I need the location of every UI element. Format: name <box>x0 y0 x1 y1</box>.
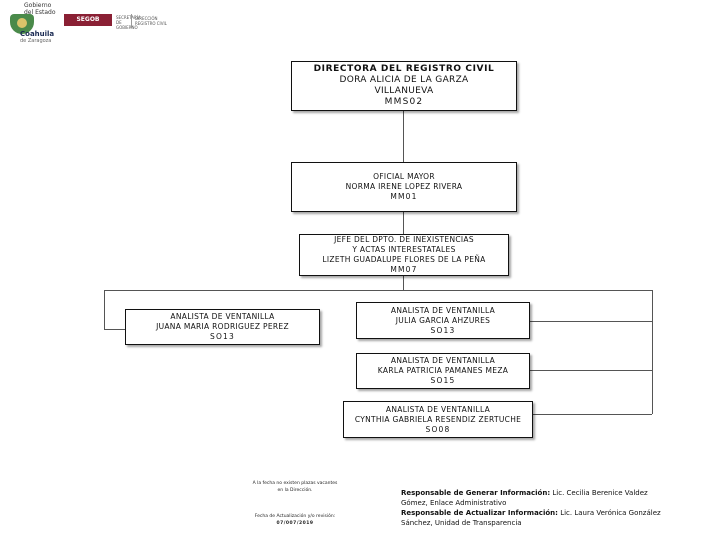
vacantes-line2: en la Dirección. <box>277 488 313 493</box>
actualizar-label: Responsable de Actualizar Información: <box>401 509 558 517</box>
fecha-note: Fecha de Actualización y/o revisión: 07/… <box>220 513 370 527</box>
analista-cynthia-name: CYNTHIA GABRIELA RESENDIZ ZERTUCHE <box>354 414 522 424</box>
analista-karla-title: ANALISTA DE VENTANILLA <box>390 356 496 365</box>
analista-karla-name: KARLA PATRICIA PAMANES MEZA <box>377 366 509 375</box>
director-box: DIRECTORA DEL REGISTRO CIVIL DORA ALICIA… <box>291 61 517 111</box>
generar-value-line1: Lic. Cecilia Berenice Valdez <box>552 489 648 497</box>
analista-julia-title: ANALISTA DE VENTANILLA <box>390 305 496 315</box>
vacantes-note: A la fecha no existen plazas vacantes en… <box>220 480 370 494</box>
fecha-value: 07/007/2019 <box>276 521 314 526</box>
registro-civil-logo: DIRECCIÓN REGISTRO CIVIL <box>135 16 167 26</box>
actualizar-row: Responsable de Actualizar Información: L… <box>401 508 713 528</box>
jefe-box: JEFE DEL DPTO. DE INEXISTENCIAS Y ACTAS … <box>299 234 509 276</box>
fecha-label: Fecha de Actualización y/o revisión: <box>254 514 336 519</box>
analista-juana-code: SO13 <box>209 332 235 341</box>
analista-juana-box: ANALISTA DE VENTANILLA JUANA MARIA RODRI… <box>125 309 320 345</box>
header-logos: Gobierno del Estado Coahuila de Zaragoza… <box>4 0 184 50</box>
analista-karla-box: ANALISTA DE VENTANILLA KARLA PATRICIA PA… <box>356 353 530 389</box>
oficial-title: OFICIAL MAYOR <box>373 172 435 181</box>
responsables-block: Responsable de Generar Información: Lic.… <box>401 488 713 528</box>
connector-right-karla <box>529 370 652 371</box>
registro-line2: REGISTRO CIVIL <box>135 21 167 26</box>
analista-cynthia-title: ANALISTA DE VENTANILLA <box>385 404 491 414</box>
jefe-code: MM07 <box>390 265 418 274</box>
jefe-name: LIZETH GUADALUPE FLORES DE LA PEÑA <box>322 255 486 264</box>
director-name-line1: DORA ALICIA DE LA GARZA <box>339 75 469 85</box>
coahuila-subtitle: de Zaragoza <box>20 38 52 44</box>
analista-juana-title: ANALISTA DE VENTANILLA <box>170 312 275 321</box>
actualizar-value-line2: Sánchez, Unidad de Transparencia <box>401 519 522 527</box>
gobierno-text: Gobierno del Estado <box>24 2 56 16</box>
secretaria-text: SECRETARÍA DE GOBIERNO <box>116 15 141 30</box>
actualizar-value-line1: Lic. Laura Verónica González <box>560 509 661 517</box>
gobierno-line2: del Estado <box>24 9 56 16</box>
logo-divider <box>131 14 132 28</box>
registro-line1: DIRECCIÓN <box>135 16 158 21</box>
generar-row: Responsable de Generar Información: Lic.… <box>401 488 713 508</box>
analista-julia-code: SO13 <box>430 325 456 335</box>
analista-juana-name: JUANA MARIA RODRIGUEZ PEREZ <box>156 322 289 331</box>
connector-right-down <box>652 290 653 414</box>
oficial-name: NORMA IRENE LOPEZ RIVERA <box>345 182 463 191</box>
state-shield-icon <box>10 14 34 34</box>
generar-label: Responsable de Generar Información: <box>401 489 551 497</box>
coahuila-logo-text: Coahuila <box>20 30 55 38</box>
analista-julia-name: JULIA GARCIA AHZURES <box>395 315 491 325</box>
connector-director-oficial <box>403 110 404 162</box>
generar-value-line2: Gómez, Enlace Administrativo <box>401 499 507 507</box>
gobierno-line1: Gobierno <box>24 2 52 9</box>
connector-right-cynthia <box>532 414 652 415</box>
connector-left-juana <box>104 329 126 330</box>
connector-right-julia <box>529 321 652 322</box>
connector-oficial-jefe <box>403 212 404 236</box>
director-name-line2: VILLANUEVA <box>374 86 434 96</box>
vacantes-line1: A la fecha no existen plazas vacantes <box>252 481 338 486</box>
analista-cynthia-box: ANALISTA DE VENTANILLA CYNTHIA GABRIELA … <box>343 401 533 438</box>
analista-julia-box: ANALISTA DE VENTANILLA JULIA GARCIA AHZU… <box>356 302 530 339</box>
connector-left-down <box>104 290 105 330</box>
jefe-title-line1: JEFE DEL DPTO. DE INEXISTENCIAS <box>334 235 474 244</box>
director-code: MMS02 <box>384 97 424 107</box>
connector-horizontal <box>104 290 652 291</box>
analista-cynthia-code: SO08 <box>425 424 451 434</box>
analista-karla-code: SO15 <box>430 376 456 385</box>
oficial-mayor-box: OFICIAL MAYOR NORMA IRENE LOPEZ RIVERA M… <box>291 162 517 212</box>
jefe-title-line2: Y ACTAS INTERESTATALES <box>352 245 456 254</box>
connector-jefe-branch <box>403 275 404 290</box>
oficial-code: MM01 <box>390 192 418 201</box>
segob-logo: SEGOB <box>64 14 112 26</box>
director-title: DIRECTORA DEL REGISTRO CIVIL <box>313 64 495 74</box>
